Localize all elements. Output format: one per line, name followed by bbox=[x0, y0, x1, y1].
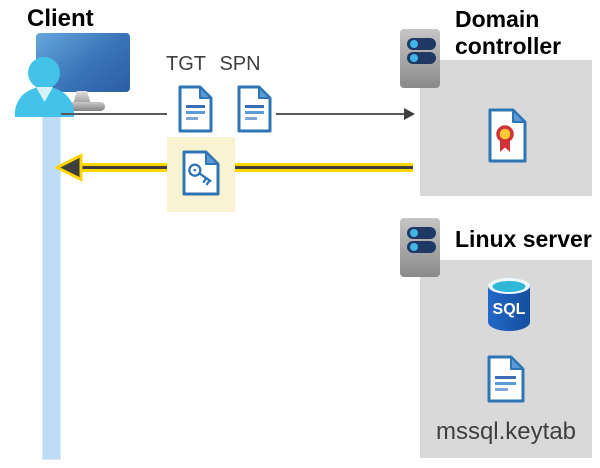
server-bar bbox=[407, 52, 436, 64]
response-arrow-line-right bbox=[235, 163, 413, 172]
response-arrow-line-left bbox=[80, 163, 167, 172]
linux-server-title: Linux server bbox=[455, 226, 592, 252]
user-icon bbox=[28, 57, 60, 89]
domain-controller-server-icon bbox=[400, 29, 440, 88]
server-bar bbox=[407, 38, 436, 50]
tgt-ticket-document-icon bbox=[178, 85, 213, 133]
keytab-filename-label: mssql.keytab bbox=[435, 418, 577, 445]
request-arrow-line-left bbox=[61, 113, 167, 115]
response-arrowhead-icon bbox=[55, 153, 83, 182]
request-arrow-line-right bbox=[276, 113, 404, 115]
client-lifeline-bar bbox=[42, 95, 61, 460]
request-arrowhead-icon bbox=[404, 108, 415, 120]
spn-ticket-document-icon bbox=[237, 85, 272, 133]
key-document-icon bbox=[182, 150, 220, 196]
user-body-icon bbox=[15, 87, 74, 117]
sql-database-icon: SQL bbox=[488, 278, 530, 331]
monitor-stand-neck bbox=[73, 91, 91, 104]
server-bar bbox=[407, 227, 436, 239]
sql-text: SQL bbox=[493, 301, 526, 318]
certificate-document-icon bbox=[488, 108, 527, 163]
server-bar bbox=[407, 241, 436, 253]
server-led-icon bbox=[410, 40, 418, 48]
client-title: Client bbox=[27, 5, 94, 32]
server-led-icon bbox=[410, 243, 418, 251]
user-collar-shape bbox=[36, 87, 53, 102]
server-led-icon bbox=[410, 229, 418, 237]
spn-label: SPN bbox=[219, 53, 261, 75]
monitor-stand-base bbox=[59, 102, 105, 111]
linux-server-icon bbox=[400, 218, 440, 277]
domain-controller-title: Domain controller bbox=[455, 6, 562, 59]
tgt-label: TGT bbox=[166, 53, 206, 75]
server-led-icon bbox=[410, 54, 418, 62]
keytab-file-icon bbox=[487, 355, 525, 403]
